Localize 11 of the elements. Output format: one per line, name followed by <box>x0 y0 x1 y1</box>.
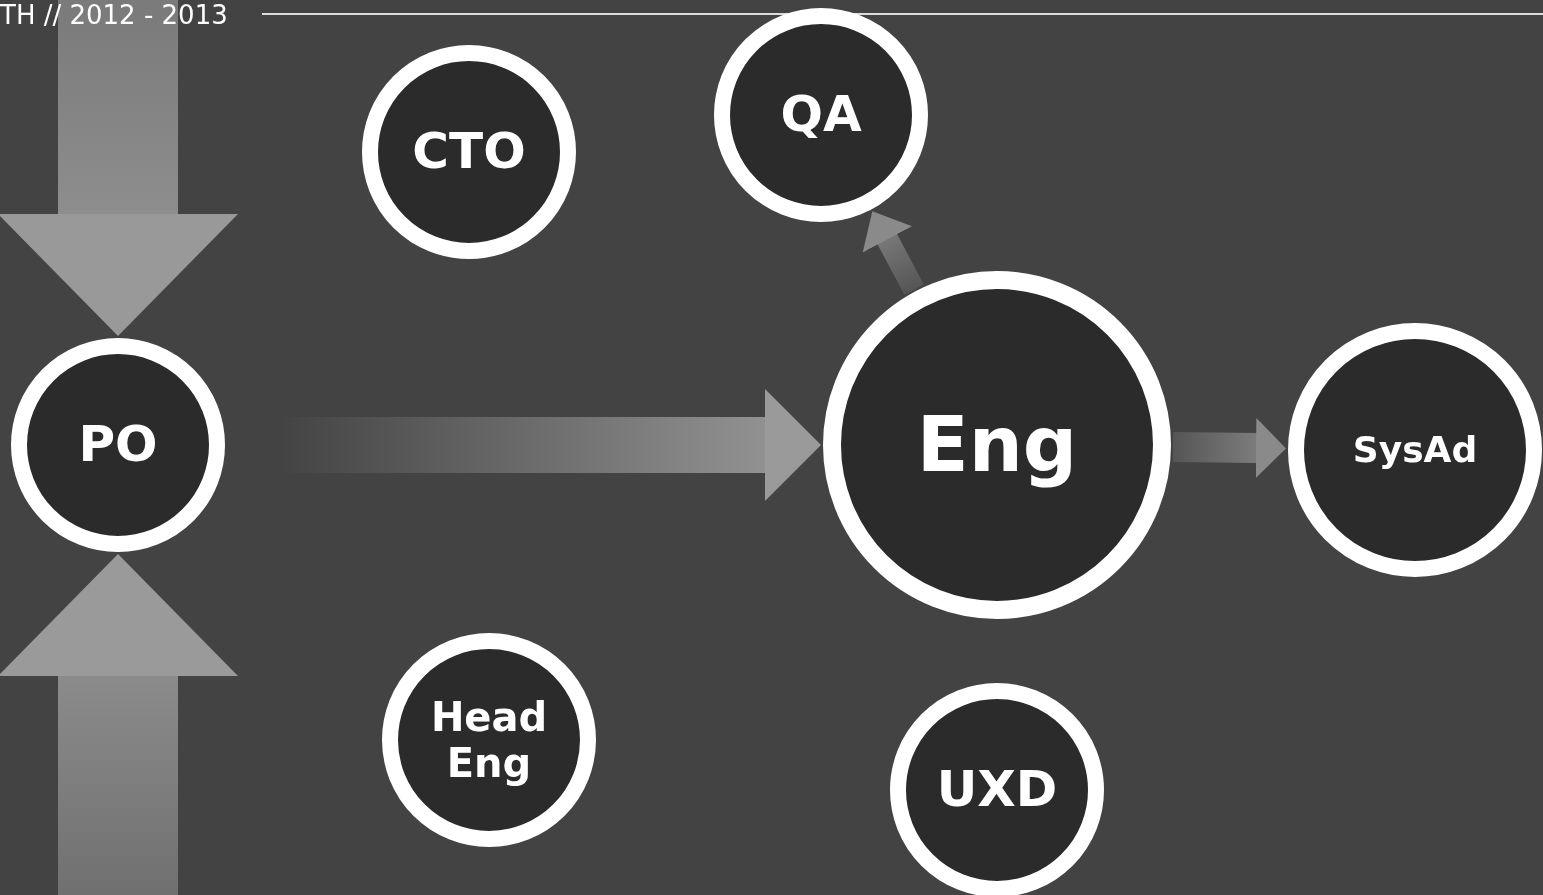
role-label: SysAd <box>1351 429 1479 471</box>
role-label: Eng <box>915 401 1079 489</box>
block-arrow <box>0 554 238 895</box>
block-arrow <box>862 211 924 295</box>
role-label: Head Eng <box>429 694 549 786</box>
role-label: QA <box>779 86 863 144</box>
block-arrow <box>0 0 238 336</box>
role-label: UXD <box>935 761 1059 819</box>
role-label: PO <box>77 416 159 474</box>
role-label: CTO <box>411 123 527 181</box>
header-title: TH // 2012 - 2013 <box>0 0 228 30</box>
